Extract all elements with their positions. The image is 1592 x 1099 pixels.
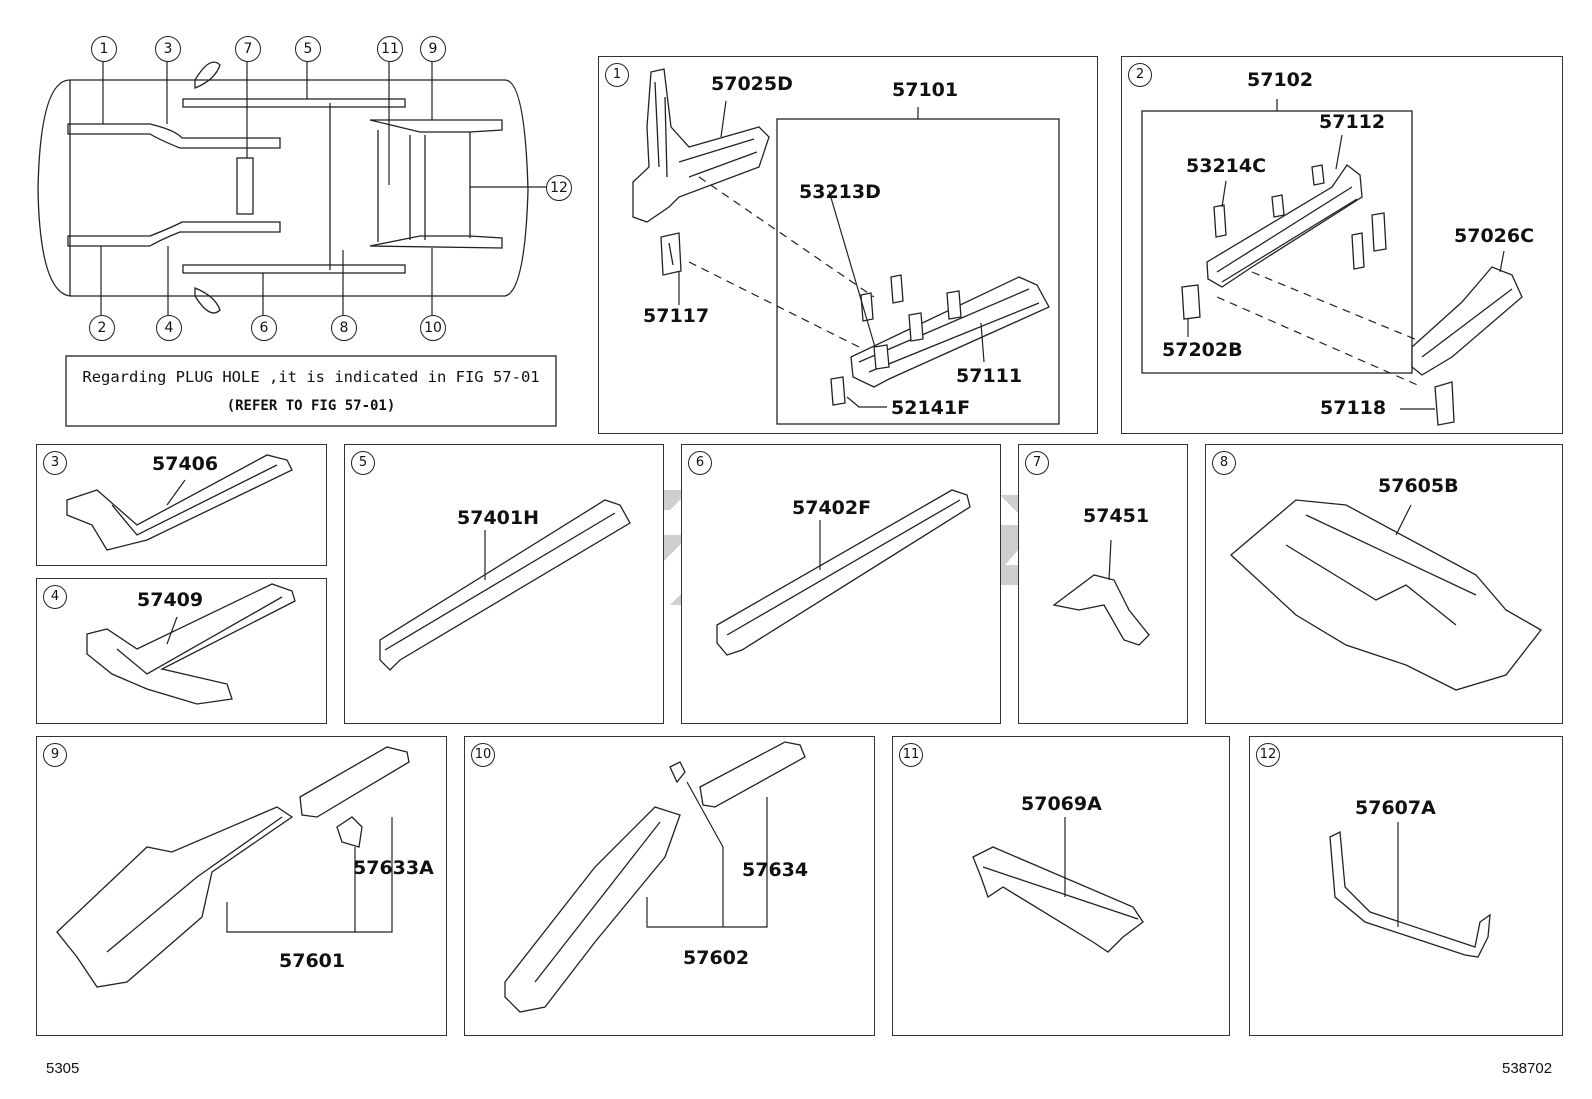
part-label: 57409: [137, 589, 204, 611]
panel-number: 5: [351, 451, 375, 475]
part-label: 57069A: [1021, 793, 1102, 815]
panel-number: 3: [43, 451, 67, 475]
panel-11: 11 57069A: [892, 736, 1230, 1036]
callout-9: 9: [420, 36, 446, 62]
part-label: 57401H: [457, 507, 540, 529]
panel-5-drawing: [379, 499, 631, 671]
panel-number: 7: [1025, 451, 1049, 475]
footer-left-code: 5305: [46, 1060, 80, 1077]
panel-10-drawing: [504, 741, 806, 1013]
panel-11-drawing: [972, 817, 1144, 953]
plug-hole-note: Regarding PLUG HOLE ,it is indicated in …: [82, 368, 540, 386]
panel-number: 10: [471, 743, 495, 767]
part-label: 57026C: [1454, 225, 1535, 247]
callout-8: 8: [331, 315, 357, 341]
callout-4: 4: [156, 315, 182, 341]
callout-10: 10: [420, 315, 446, 341]
panel-number: 11: [899, 743, 923, 767]
panel-9-drawing: [56, 746, 410, 988]
panel-number: 4: [43, 585, 67, 609]
callout-12: 12: [546, 175, 572, 201]
part-label: 57117: [643, 305, 710, 327]
part-label: 57605B: [1378, 475, 1459, 497]
panel-4-drawing: [86, 583, 296, 705]
panel-3-drawing: [66, 454, 293, 551]
part-label: 57102: [1247, 69, 1314, 91]
callout-3: 3: [155, 36, 181, 62]
panel-1-drawing: [632, 68, 1060, 425]
part-label: 57406: [152, 453, 219, 475]
panel-8: 8 57605B: [1205, 444, 1563, 724]
panel-9: 9 57633A 57601: [36, 736, 447, 1036]
panel-12: 12 57607A: [1249, 736, 1563, 1036]
part-label: 57633A: [353, 857, 434, 879]
panel-number: 1: [605, 63, 629, 87]
panel-number: 8: [1212, 451, 1236, 475]
panel-7-drawing: [1052, 539, 1150, 646]
part-label: 57607A: [1355, 797, 1436, 819]
part-label: 57451: [1083, 505, 1150, 527]
part-label: 57112: [1319, 111, 1386, 133]
callout-5: 5: [295, 36, 321, 62]
refer-note: (REFER TO FIG 57-01): [226, 398, 396, 414]
part-label: 57101: [892, 79, 959, 101]
car-floor-overview: [37, 60, 557, 427]
panel-number: 9: [43, 743, 67, 767]
panel-2-drawing: [1141, 99, 1523, 426]
panel-10: 10 57634 57602: [464, 736, 875, 1036]
panel-12-drawing: [1329, 822, 1491, 958]
callout-1: 1: [91, 36, 117, 62]
panel-6: 6 57402F: [681, 444, 1001, 724]
panel-number: 6: [688, 451, 712, 475]
panel-1: 1 57025D 57101 53213D 57117 57111 52141F: [598, 56, 1098, 434]
footer-right-code: 538702: [1502, 1060, 1553, 1077]
panel-8-drawing: [1230, 499, 1542, 691]
part-label: 57602: [683, 947, 750, 969]
part-label: 52141F: [891, 397, 971, 419]
callout-6: 6: [251, 315, 277, 341]
part-label: 57402F: [792, 497, 872, 519]
panel-7: 7 57451: [1018, 444, 1188, 724]
panel-number: 2: [1128, 63, 1152, 87]
panel-6-drawing: [716, 489, 971, 656]
panel-4: 4 57409: [36, 578, 327, 724]
panel-3: 3 57406: [36, 444, 327, 566]
panel-2: 2 57102 57112 53214C 57026C 57202B 57118: [1121, 56, 1563, 434]
panel-number: 12: [1256, 743, 1280, 767]
part-label: 53213D: [799, 181, 881, 203]
part-label: 57111: [956, 365, 1023, 387]
part-label: 57634: [742, 859, 809, 881]
part-label: 53214C: [1186, 155, 1267, 177]
part-label: 57118: [1320, 397, 1387, 419]
callout-7: 7: [235, 36, 261, 62]
callout-2: 2: [89, 315, 115, 341]
part-label: 57202B: [1162, 339, 1243, 361]
panel-5: 5 57401H: [344, 444, 664, 724]
part-label: 57601: [279, 950, 346, 972]
callout-11: 11: [377, 36, 403, 62]
part-label: 57025D: [711, 73, 793, 95]
